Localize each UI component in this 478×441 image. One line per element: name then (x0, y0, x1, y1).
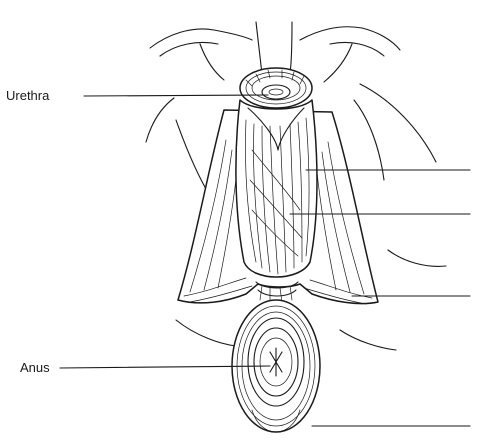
label-urethra: Urethra (6, 88, 50, 103)
label-urethra-group: Urethra (6, 88, 268, 103)
label-anus: Anus (20, 360, 50, 375)
central-muscle (236, 100, 317, 277)
urethra-leader-line (84, 95, 268, 96)
urethra-structure (240, 68, 312, 108)
